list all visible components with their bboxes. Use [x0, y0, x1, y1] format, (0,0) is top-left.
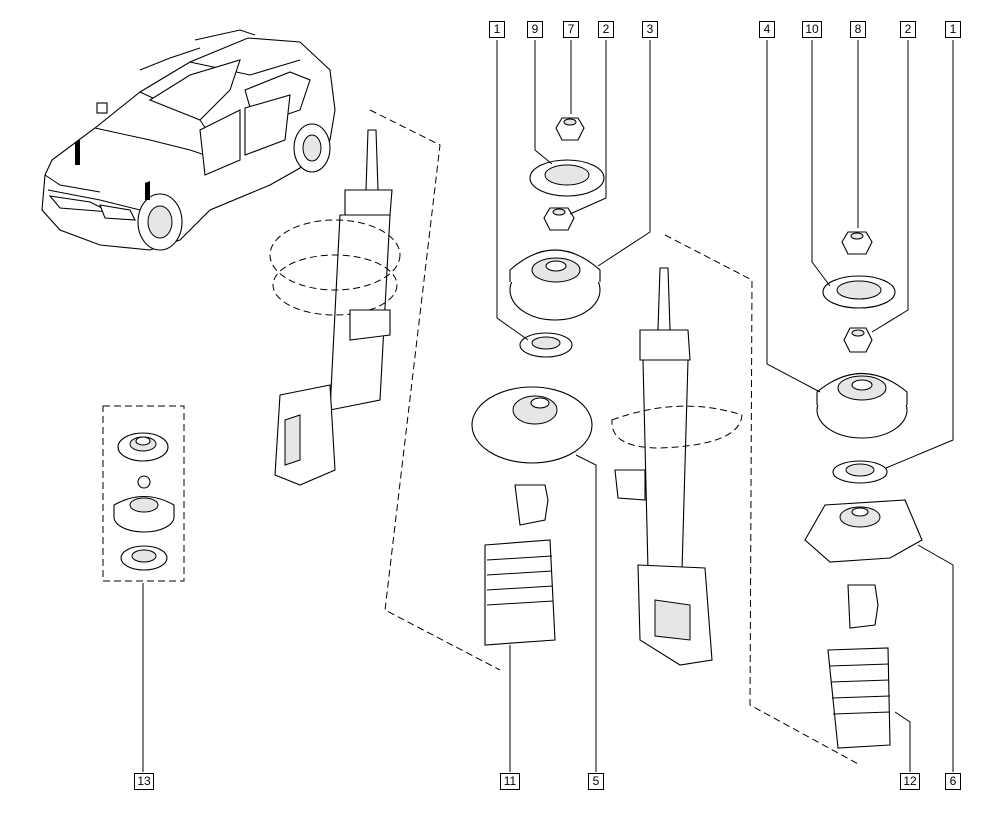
callout-4: 4 — [759, 21, 775, 38]
leader-lines — [142, 40, 954, 772]
callout-12: 12 — [900, 773, 920, 790]
callout-1-right: 1 — [945, 21, 961, 38]
callout-2-right: 2 — [900, 21, 916, 38]
callout-1-center: 1 — [489, 21, 505, 38]
kit-13-group — [102, 405, 185, 582]
callout-11: 11 — [500, 773, 520, 790]
left-strut-assembly — [269, 109, 501, 671]
callout-13: 13 — [134, 773, 154, 790]
callout-8: 8 — [850, 21, 866, 38]
callout-5: 5 — [588, 773, 604, 790]
callout-3: 3 — [642, 21, 658, 38]
center-parts-column — [471, 117, 605, 646]
callout-6: 6 — [945, 773, 961, 790]
callout-9: 9 — [527, 21, 543, 38]
callout-10: 10 — [802, 21, 822, 38]
right-parts-column — [804, 231, 923, 749]
callout-7: 7 — [563, 21, 579, 38]
callout-2-center: 2 — [598, 21, 614, 38]
vehicle-illustration — [41, 29, 336, 251]
right-strut — [611, 234, 861, 766]
